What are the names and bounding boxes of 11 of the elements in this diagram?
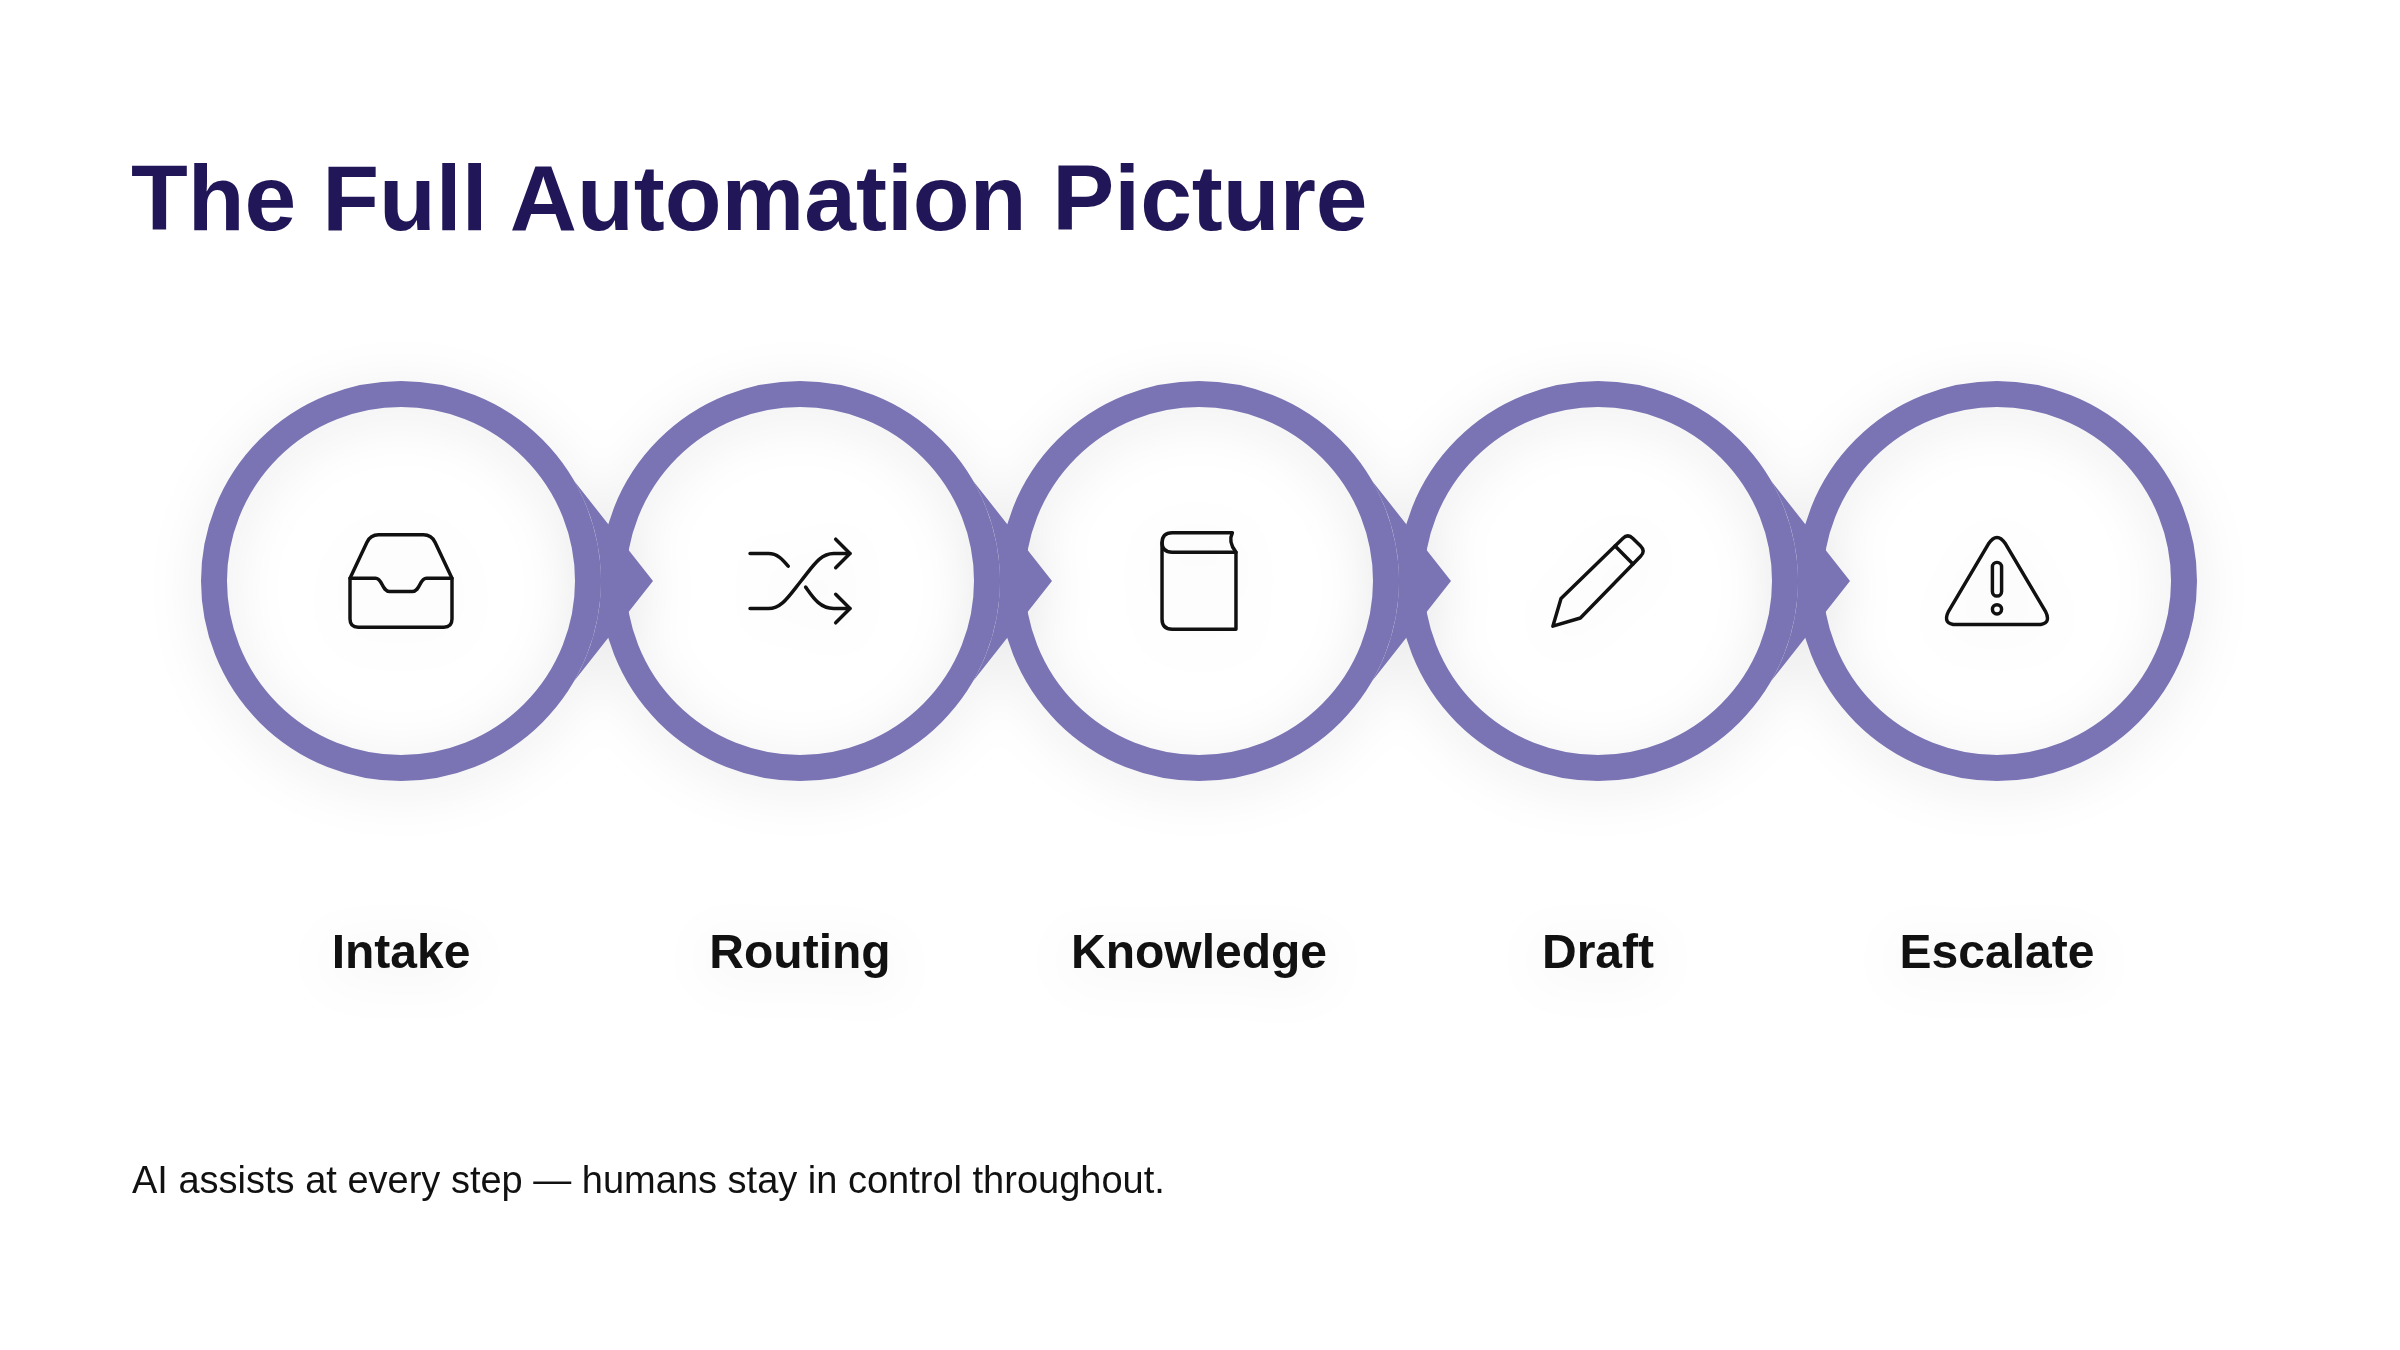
chevron-arrow xyxy=(973,481,1052,681)
chevron-arrow xyxy=(1372,481,1451,681)
caption: AI assists at every step — humans stay in control throughout. xyxy=(132,1161,1165,1199)
step-label: Routing xyxy=(709,924,891,980)
title: The Full Automation Picture xyxy=(131,152,1368,245)
step-label: Intake xyxy=(331,924,471,980)
step-label: Escalate xyxy=(1899,924,2095,980)
step-label: Knowledge xyxy=(1071,924,1327,980)
step-label: Draft xyxy=(1542,924,1654,980)
chevron-arrow xyxy=(574,481,653,681)
chevron-arrow xyxy=(1771,481,1850,681)
